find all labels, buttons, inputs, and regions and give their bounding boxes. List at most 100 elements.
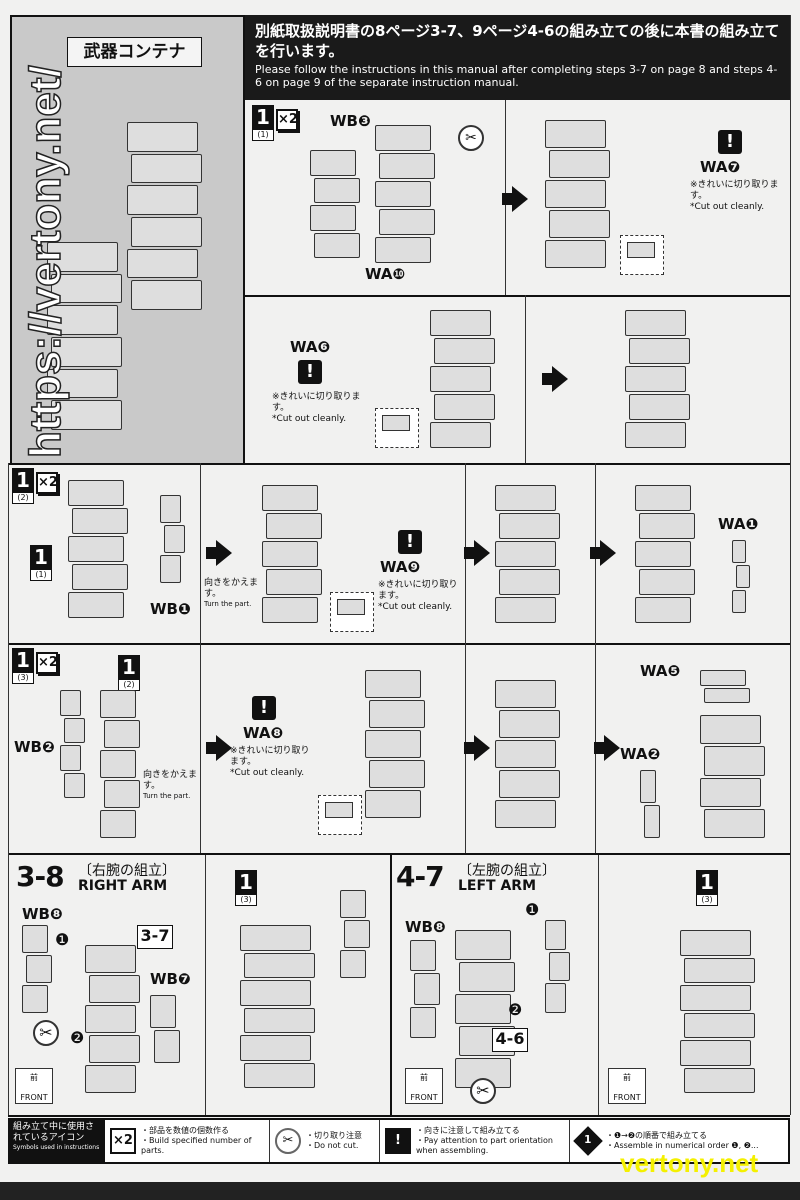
part-segment — [127, 248, 198, 279]
part-segment — [700, 715, 761, 745]
part-segment — [375, 125, 431, 151]
legend-en: ・Build specified number of parts. — [141, 1136, 252, 1155]
step-sub: (3) — [696, 894, 718, 906]
part-segment — [629, 338, 690, 364]
part-segment — [262, 485, 318, 511]
divider — [390, 855, 392, 1115]
part-segment — [68, 480, 124, 506]
step-number: 1 — [12, 468, 34, 492]
step-sub: (3) — [12, 672, 34, 684]
part-illustration — [68, 480, 128, 620]
header-jp: 別紙取扱説明書の8ページ3-7、9ページ4-6の組み立ての後に本書の組み立てを行… — [255, 22, 780, 60]
part-segment — [700, 670, 746, 686]
part-segment — [704, 687, 750, 703]
part-label: WA❺ — [640, 662, 681, 680]
watermark-site: vertony.net — [620, 1148, 759, 1178]
part-segment — [22, 925, 48, 953]
part-segment — [639, 513, 695, 539]
part-segment — [164, 525, 185, 553]
part-segment — [104, 720, 140, 748]
part-segment — [68, 592, 124, 618]
part-illustration — [495, 680, 560, 830]
section-title-jp: 〔右腕の組立〕 — [78, 863, 176, 879]
part-segment — [240, 980, 311, 1006]
part-segment — [644, 805, 660, 838]
part-illustration — [545, 920, 570, 1015]
part-segment — [262, 541, 318, 567]
part-illustration — [240, 925, 315, 1090]
legend-title-jp: 組み立て中に使用されているアイコン — [13, 1122, 95, 1143]
part-illustration — [640, 770, 660, 840]
turn-note-jp: 向きをかえます。 — [143, 770, 198, 791]
header-en: Please follow the instructions in this m… — [255, 63, 778, 89]
part-segment — [684, 957, 755, 983]
part-segment — [51, 337, 122, 367]
part-segment — [22, 985, 48, 1013]
part-segment — [244, 952, 315, 978]
part-segment — [262, 597, 318, 623]
ref-4-6: 4-6 — [492, 1028, 528, 1052]
part-segment — [549, 150, 610, 178]
part-segment — [379, 153, 435, 179]
section-title-en: LEFT ARM — [458, 878, 537, 894]
part-segment — [635, 597, 691, 623]
legend-en: ・Pay attention to part orientation when … — [416, 1136, 553, 1155]
part-segment — [154, 1030, 180, 1063]
part-segment — [704, 808, 765, 838]
cut-note-en: *Cut out cleanly. — [690, 202, 765, 212]
cut-note-jp: ※きれいに切り取ります。 — [690, 180, 779, 201]
part-label: WB❼ — [150, 970, 191, 988]
step-number: 1 — [118, 655, 140, 679]
part-segment — [410, 1006, 436, 1038]
legend-jp: ・向きに注意して組み立てる — [416, 1126, 520, 1135]
part-segment — [639, 569, 695, 595]
arrow-right-icon — [206, 540, 232, 566]
part-illustration — [340, 890, 370, 980]
part-illustration — [680, 930, 755, 1095]
part-segment — [545, 240, 606, 268]
part-illustration — [150, 995, 180, 1065]
legend-en: ・Do not cut. — [306, 1141, 359, 1150]
part-segment — [495, 541, 556, 567]
divider — [790, 15, 791, 1115]
part-segment — [60, 745, 81, 771]
part-segment — [127, 122, 198, 152]
part-illustration — [700, 670, 750, 705]
arrow-right-icon — [590, 540, 616, 566]
step-sub: (1) — [30, 569, 52, 581]
part-label: WA❼ — [700, 158, 741, 176]
step-number: 1 — [30, 545, 52, 569]
part-segment — [85, 1065, 136, 1093]
order-2-icon: ❷ — [508, 1000, 523, 1019]
divider — [8, 853, 790, 855]
legend-en: ・Assemble in numerical order ❶, ❷... — [606, 1141, 759, 1150]
cut-note: ※きれいに切り取ります。*Cut out cleanly. — [690, 180, 780, 213]
step-ref-1-1: 1 (1) — [30, 545, 78, 583]
part-segment — [26, 955, 52, 983]
part-label: WB❶ — [150, 600, 191, 618]
attention-icon: ! — [718, 130, 742, 154]
arrow-right-icon — [542, 366, 568, 392]
part-segment — [455, 994, 511, 1024]
part-segment — [365, 790, 421, 818]
part-segment — [680, 930, 751, 956]
legend-jp: ・❶→❷の順番で組み立てる — [606, 1131, 708, 1140]
divider — [8, 463, 790, 465]
part-segment — [266, 513, 322, 539]
part-segment — [680, 985, 751, 1011]
cut-note-jp: ※きれいに切り取ります。 — [230, 746, 310, 767]
part-segment — [545, 983, 566, 1013]
order-2-icon: ❷ — [70, 1028, 85, 1047]
part-segment — [549, 210, 610, 238]
step-ref-1-2: 1 (2) — [118, 655, 166, 693]
part-illustration — [410, 940, 440, 1040]
part-illustration — [455, 930, 515, 1090]
divider — [200, 463, 201, 643]
part-illustration — [700, 715, 765, 840]
legend-item-multiply: ×2・部品を数値の個数作る・Build specified number of … — [105, 1120, 270, 1162]
part-segment — [314, 232, 360, 258]
part-segment — [100, 750, 136, 778]
part-segment — [47, 242, 118, 272]
